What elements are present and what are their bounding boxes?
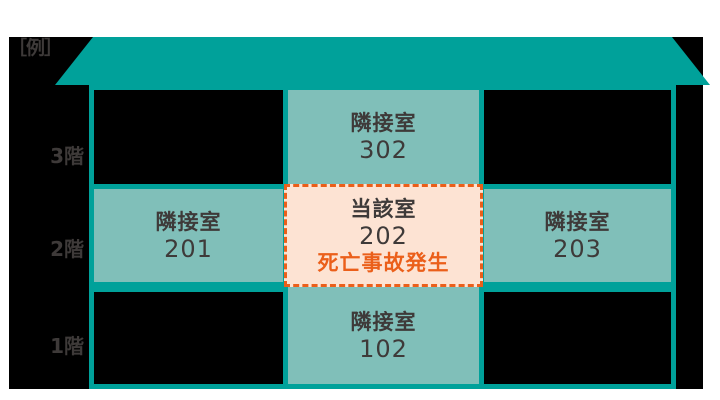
room-number: 201 bbox=[164, 234, 213, 263]
room-103-empty bbox=[484, 292, 671, 384]
room-101-empty bbox=[94, 292, 283, 384]
room-label: 隣接室 bbox=[544, 209, 611, 234]
room-label: 隣接室 bbox=[155, 209, 222, 234]
room-102: 隣接室 102 bbox=[288, 287, 479, 384]
incident-note: 死亡事故発生 bbox=[317, 250, 450, 275]
legend-label: ［例］ bbox=[8, 37, 63, 59]
room-number: 203 bbox=[553, 234, 602, 263]
floor-label-2: 2階 bbox=[50, 237, 84, 261]
room-203: 隣接室 203 bbox=[484, 189, 671, 282]
room-label: 隣接室 bbox=[350, 309, 417, 334]
room-number: 302 bbox=[359, 136, 408, 164]
room-number: 102 bbox=[359, 334, 408, 363]
building: 隣接室 302 隣接室 201 当該室 202 死亡事故発生 隣接室 203 隣… bbox=[89, 85, 676, 389]
floor-label-3: 3階 bbox=[50, 144, 84, 168]
room-202-target: 当該室 202 死亡事故発生 bbox=[284, 184, 483, 287]
room-number: 202 bbox=[359, 221, 408, 250]
room-301-empty bbox=[94, 90, 283, 184]
floor-label-1: 1階 bbox=[50, 334, 84, 358]
room-303-empty bbox=[484, 90, 671, 184]
room-201: 隣接室 201 bbox=[94, 189, 283, 282]
room-label: 当該室 bbox=[350, 196, 417, 221]
room-302: 隣接室 302 bbox=[288, 90, 479, 184]
room-label: 隣接室 bbox=[350, 111, 417, 135]
